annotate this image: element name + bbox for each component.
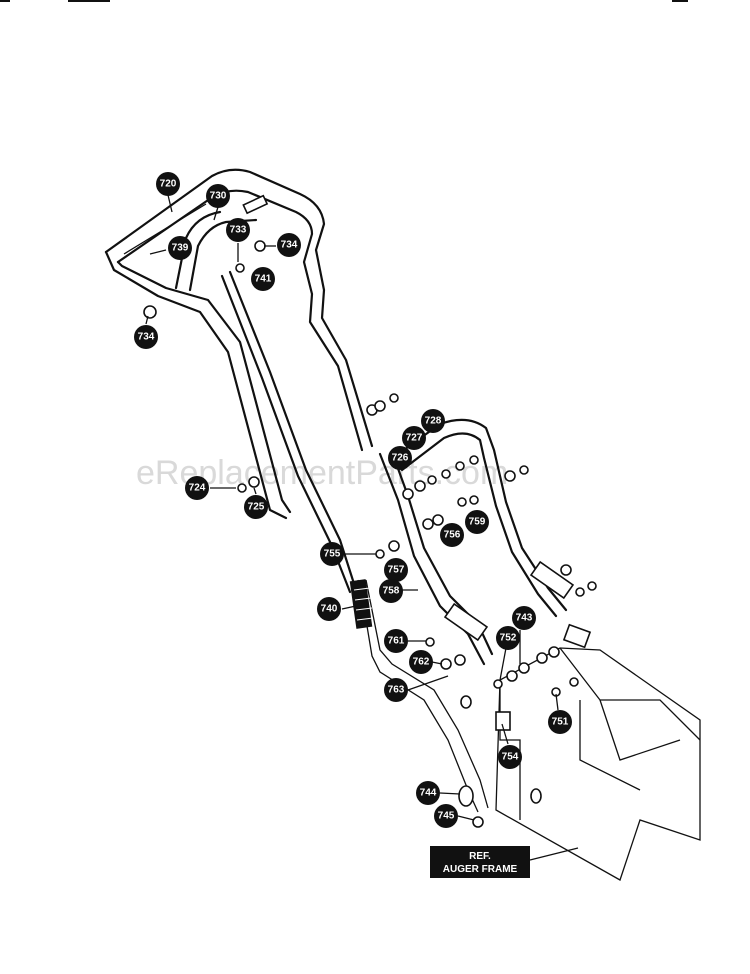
callout-739: 739 bbox=[168, 236, 192, 260]
svg-text:724: 724 bbox=[189, 483, 206, 494]
callout-763: 763 bbox=[384, 678, 408, 702]
callout-726: 726 bbox=[388, 446, 412, 470]
callout-727: 727 bbox=[402, 426, 426, 450]
svg-text:741: 741 bbox=[255, 274, 272, 285]
svg-text:734: 734 bbox=[281, 240, 298, 251]
svg-text:754: 754 bbox=[502, 752, 519, 763]
callout-734-left: 734 bbox=[134, 325, 158, 349]
svg-text:758: 758 bbox=[383, 586, 400, 597]
callout-730: 730 bbox=[206, 184, 230, 208]
callout-728: 728 bbox=[421, 409, 445, 433]
svg-text:752: 752 bbox=[500, 633, 517, 644]
callout-740: 740 bbox=[317, 597, 341, 621]
svg-text:751: 751 bbox=[552, 717, 569, 728]
reference-label: REF. AUGER FRAME bbox=[430, 846, 530, 878]
svg-text:720: 720 bbox=[160, 179, 177, 190]
svg-text:755: 755 bbox=[324, 549, 341, 560]
callout-745: 745 bbox=[434, 804, 458, 828]
svg-text:745: 745 bbox=[438, 811, 455, 822]
svg-text:728: 728 bbox=[425, 416, 442, 427]
callout-744: 744 bbox=[416, 781, 440, 805]
svg-text:756: 756 bbox=[444, 530, 461, 541]
svg-text:763: 763 bbox=[388, 685, 405, 696]
svg-text:734: 734 bbox=[138, 332, 155, 343]
callout-725: 725 bbox=[244, 495, 268, 519]
callout-762: 762 bbox=[409, 650, 433, 674]
callout-759: 759 bbox=[465, 510, 489, 534]
control-rod bbox=[220, 270, 489, 828]
svg-text:739: 739 bbox=[172, 243, 189, 254]
callout-734-top: 734 bbox=[277, 233, 301, 257]
svg-text:757: 757 bbox=[388, 565, 405, 576]
svg-text:725: 725 bbox=[248, 502, 265, 513]
auger-frame bbox=[460, 623, 701, 881]
svg-text:762: 762 bbox=[413, 657, 430, 668]
callout-720: 720 bbox=[156, 172, 180, 196]
callout-724: 724 bbox=[185, 476, 209, 500]
leader-lines bbox=[145, 194, 579, 861]
callout-741: 741 bbox=[251, 267, 275, 291]
svg-text:761: 761 bbox=[388, 636, 405, 647]
callout-743: 743 bbox=[512, 606, 536, 630]
reference-label-line1: REF. bbox=[469, 851, 491, 862]
callout-733: 733 bbox=[226, 218, 250, 242]
callout-751: 751 bbox=[548, 710, 572, 734]
callout-755: 755 bbox=[320, 542, 344, 566]
callout-756: 756 bbox=[440, 523, 464, 547]
callout-754: 754 bbox=[498, 745, 522, 769]
svg-text:733: 733 bbox=[230, 225, 247, 236]
svg-text:759: 759 bbox=[469, 517, 486, 528]
svg-text:727: 727 bbox=[406, 433, 423, 444]
callout-757: 757 bbox=[384, 558, 408, 582]
svg-text:743: 743 bbox=[516, 613, 533, 624]
spring bbox=[349, 579, 374, 629]
callout-752: 752 bbox=[496, 626, 520, 650]
svg-text:730: 730 bbox=[210, 191, 227, 202]
reference-label-line2: AUGER FRAME bbox=[443, 864, 518, 875]
upper-handle bbox=[104, 168, 374, 520]
callout-758: 758 bbox=[379, 579, 403, 603]
callout-761: 761 bbox=[384, 629, 408, 653]
svg-text:726: 726 bbox=[392, 453, 409, 464]
svg-text:740: 740 bbox=[321, 604, 338, 615]
hardware bbox=[143, 240, 597, 697]
svg-text:744: 744 bbox=[420, 788, 437, 799]
